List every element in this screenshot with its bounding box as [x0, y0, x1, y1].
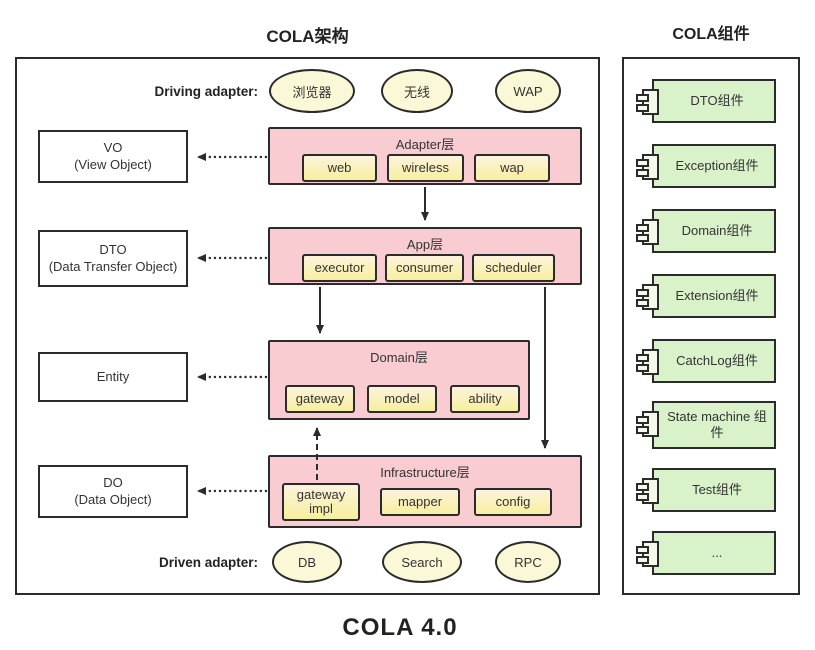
object-vo-name: VO — [103, 139, 123, 155]
object-dto-desc: (Data Transfer Object) — [48, 258, 178, 274]
module-wap: wap — [474, 154, 550, 182]
driven-adapter-label: Driven adapter: — [158, 555, 258, 570]
layer-domain-title: Domain层 — [370, 350, 428, 365]
object-entity: Entity — [38, 352, 188, 402]
component-icon — [636, 219, 659, 245]
object-dto-name: DTO — [99, 241, 127, 257]
driving-node-wap: WAP — [495, 69, 561, 113]
component-exception: Exception组件 — [636, 144, 776, 188]
component-label: Exception组件 — [675, 158, 759, 174]
component-icon — [636, 154, 659, 180]
layer-adapter: Adapter层 web wireless wap — [268, 127, 582, 185]
object-entity-name: Entity — [96, 368, 130, 384]
object-dto: DTO (Data Transfer Object) — [38, 230, 188, 287]
module-gateway: gateway — [285, 385, 355, 413]
layer-domain: Domain层 gateway model ability — [268, 340, 530, 420]
component-domain: Domain组件 — [636, 209, 776, 253]
module-executor: executor — [302, 254, 377, 282]
footer-title: COLA 4.0 — [342, 614, 458, 641]
driving-node-wireless: 无线 — [381, 69, 453, 113]
component-label: CatchLog组件 — [676, 353, 758, 369]
driven-node-rpc: RPC — [495, 541, 561, 583]
module-gateway-impl: gateway impl — [282, 483, 360, 521]
module-scheduler: scheduler — [472, 254, 555, 282]
component-label: State machine 组件 — [667, 409, 767, 440]
module-web: web — [302, 154, 377, 182]
component-icon — [636, 349, 659, 375]
driven-node-search: Search — [382, 541, 462, 583]
components-frame: DTO组件 Exception组件 Domain组件 Extension组件 C… — [622, 57, 800, 595]
object-do: DO (Data Object) — [38, 465, 188, 518]
component-extension: Extension组件 — [636, 274, 776, 318]
component-label: Domain组件 — [681, 223, 753, 239]
component-label: DTO组件 — [690, 93, 744, 109]
component-icon — [636, 89, 659, 115]
module-wireless: wireless — [387, 154, 464, 182]
architecture-title: COLA架构 — [266, 27, 349, 46]
layer-app-title: App层 — [406, 237, 444, 252]
driven-node-db: DB — [272, 541, 342, 583]
driving-adapter-label: Driving adapter: — [154, 84, 258, 99]
component-test: Test组件 — [636, 468, 776, 512]
layer-app: App层 executor consumer scheduler — [268, 227, 582, 285]
module-ability: ability — [450, 385, 520, 413]
driving-node-browser: 浏览器 — [269, 69, 355, 113]
components-title: COLA组件 — [672, 26, 750, 43]
component-state-machine: State machine 组件 — [636, 401, 776, 449]
object-do-name: DO — [103, 474, 123, 490]
component-label: ... — [711, 545, 723, 561]
component-dto: DTO组件 — [636, 79, 776, 123]
object-do-desc: (Data Object) — [74, 491, 152, 507]
component-catchlog: CatchLog组件 — [636, 339, 776, 383]
component-icon — [636, 284, 659, 310]
object-vo-desc: (View Object) — [74, 156, 152, 172]
component-icon — [636, 478, 659, 504]
component-icon — [636, 541, 659, 567]
layer-infrastructure-title: Infrastructure层 — [380, 465, 470, 480]
module-model: model — [367, 385, 437, 413]
component-more: ... — [636, 531, 776, 575]
layer-adapter-title: Adapter层 — [395, 137, 455, 152]
component-label: Extension组件 — [675, 288, 759, 304]
module-config: config — [474, 488, 552, 516]
module-mapper: mapper — [380, 488, 460, 516]
module-consumer: consumer — [385, 254, 464, 282]
layer-infrastructure: Infrastructure层 gateway impl mapper conf… — [268, 455, 582, 528]
object-vo: VO (View Object) — [38, 130, 188, 183]
component-label: Test组件 — [692, 482, 742, 498]
component-icon — [636, 411, 659, 437]
